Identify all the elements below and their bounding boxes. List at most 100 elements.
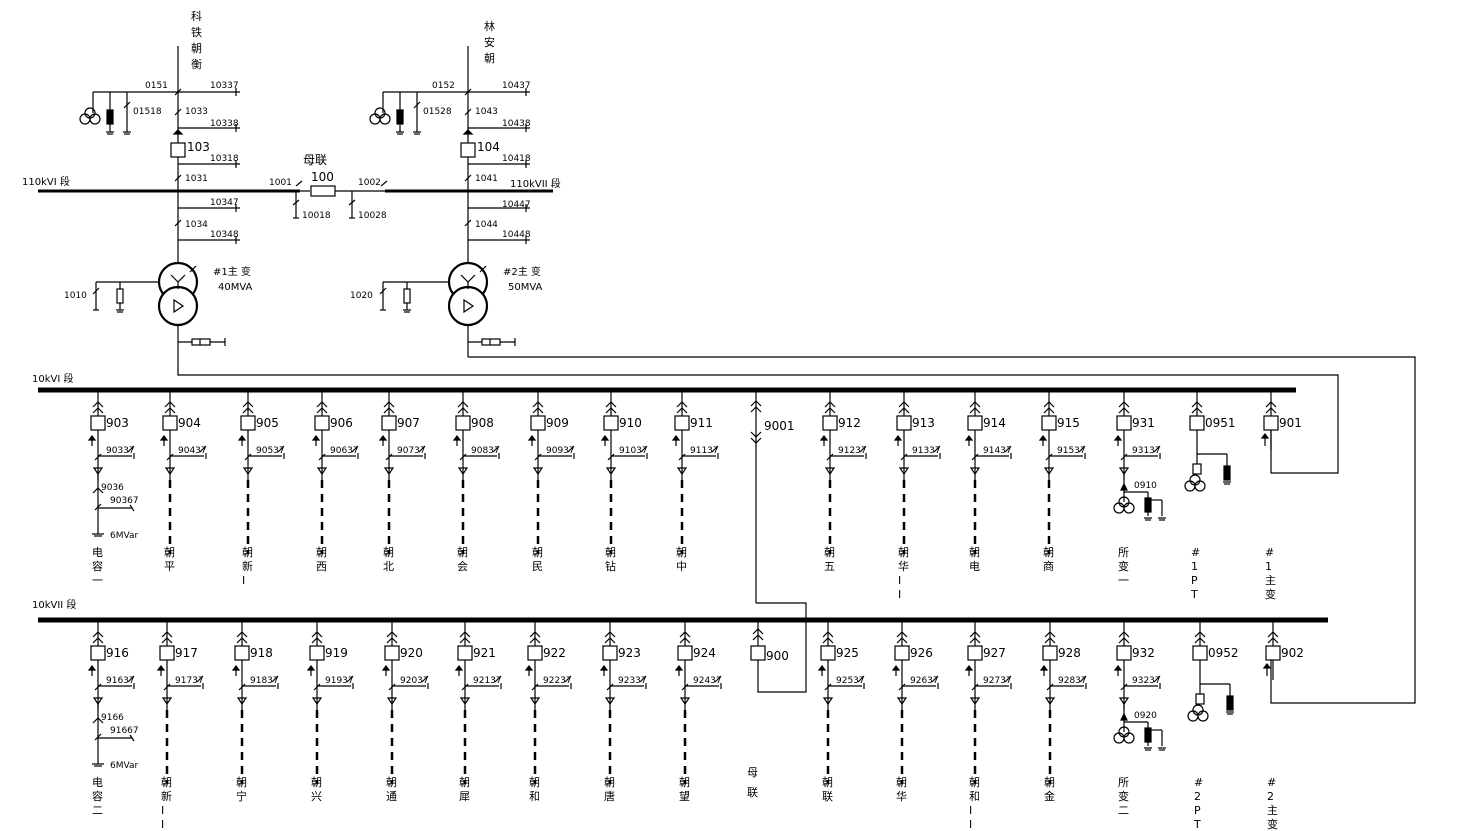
breaker-917[interactable] — [159, 645, 175, 661]
breaker-910[interactable] — [603, 415, 619, 431]
feeder-name-911-0: 朝 — [676, 546, 687, 559]
breaker-919[interactable] — [309, 645, 325, 661]
breaker-label-902: 902 — [1281, 646, 1304, 660]
earth-switch-932: 93237 — [1132, 676, 1161, 686]
link-xfmr1-to-901 — [177, 368, 1339, 474]
feeder-name-931-2: 一 — [1118, 574, 1129, 587]
feeder-name-901-1: 1 — [1265, 560, 1272, 573]
breaker-926[interactable] — [894, 645, 910, 661]
switch-10347-label: 10347 — [210, 198, 239, 208]
breaker-914[interactable] — [967, 415, 983, 431]
breaker-905[interactable] — [240, 415, 256, 431]
breaker-103[interactable] — [170, 142, 186, 158]
feeder-name-932-2: 二 — [1118, 804, 1129, 817]
breaker-922[interactable] — [527, 645, 543, 661]
breaker-906[interactable] — [314, 415, 330, 431]
feeder-9001[interactable]: 9001 — [764, 419, 795, 433]
earth-switch-912: 91237 — [838, 446, 867, 456]
breaker-label-927: 927 — [983, 646, 1006, 660]
earth-switch-916: 91637 — [106, 676, 135, 686]
breaker-907[interactable] — [381, 415, 397, 431]
breaker-908[interactable] — [455, 415, 471, 431]
breaker-label-931: 931 — [1132, 416, 1155, 430]
feeder-0952[interactable]: 0952#2PT — [1187, 620, 1239, 831]
breaker-932[interactable] — [1116, 645, 1132, 661]
breaker-0951[interactable] — [1189, 415, 1205, 431]
breaker-104[interactable] — [460, 142, 476, 158]
breaker-923[interactable] — [602, 645, 618, 661]
feeder-name-926-0: 朝 — [896, 776, 907, 789]
feeder-name-919-1: 兴 — [311, 790, 322, 803]
transformer-2-name: #2主 变 — [503, 265, 541, 278]
breaker-label-922: 922 — [543, 646, 566, 660]
breaker-911[interactable] — [674, 415, 690, 431]
breaker-900[interactable] — [750, 645, 766, 661]
feeder-0951[interactable]: 0951#1PT — [1184, 390, 1236, 601]
breaker-925[interactable] — [820, 645, 836, 661]
feeder-name-916-1: 容 — [92, 789, 103, 803]
line-left-c3: 朝 — [191, 42, 202, 55]
breaker-909[interactable] — [530, 415, 546, 431]
breaker-904[interactable] — [162, 415, 178, 431]
breaker-100[interactable] — [310, 185, 336, 197]
breaker-901[interactable] — [1263, 415, 1279, 431]
feeder-name-916-2: 二 — [92, 804, 103, 817]
earth-switch-923: 92337 — [618, 676, 647, 686]
feeder-902[interactable]: 902#2主变 — [1262, 620, 1304, 831]
breaker-912[interactable] — [822, 415, 838, 431]
breaker-913[interactable] — [896, 415, 912, 431]
breaker-903[interactable] — [90, 415, 106, 431]
breaker-931[interactable] — [1116, 415, 1132, 431]
feeder-901[interactable]: 901#1主变 — [1260, 390, 1302, 601]
link-xfmr2-to-902 — [468, 356, 1416, 704]
breaker-915[interactable] — [1041, 415, 1057, 431]
feeder-name-923-1: 唐 — [604, 789, 615, 803]
breaker-902[interactable] — [1265, 645, 1281, 661]
breaker-924[interactable] — [677, 645, 693, 661]
switch-10337-label: 10337 — [210, 81, 239, 91]
breaker-918[interactable] — [234, 645, 250, 661]
switch-0152-label: 0152 — [432, 81, 455, 91]
feeder-name-904-0: 朝 — [164, 546, 175, 559]
feeder-name-903-0: 电 — [92, 546, 103, 559]
earth-switch-903: 90337 — [106, 446, 135, 456]
breaker-927[interactable] — [967, 645, 983, 661]
breaker-921[interactable] — [457, 645, 473, 661]
breaker-0952[interactable] — [1192, 645, 1208, 661]
earth-switch-924: 92437 — [693, 676, 722, 686]
switch-90367: 90367 — [110, 496, 139, 506]
breaker-916[interactable] — [90, 645, 106, 661]
breaker-928[interactable] — [1042, 645, 1058, 661]
breaker-920[interactable] — [384, 645, 400, 661]
